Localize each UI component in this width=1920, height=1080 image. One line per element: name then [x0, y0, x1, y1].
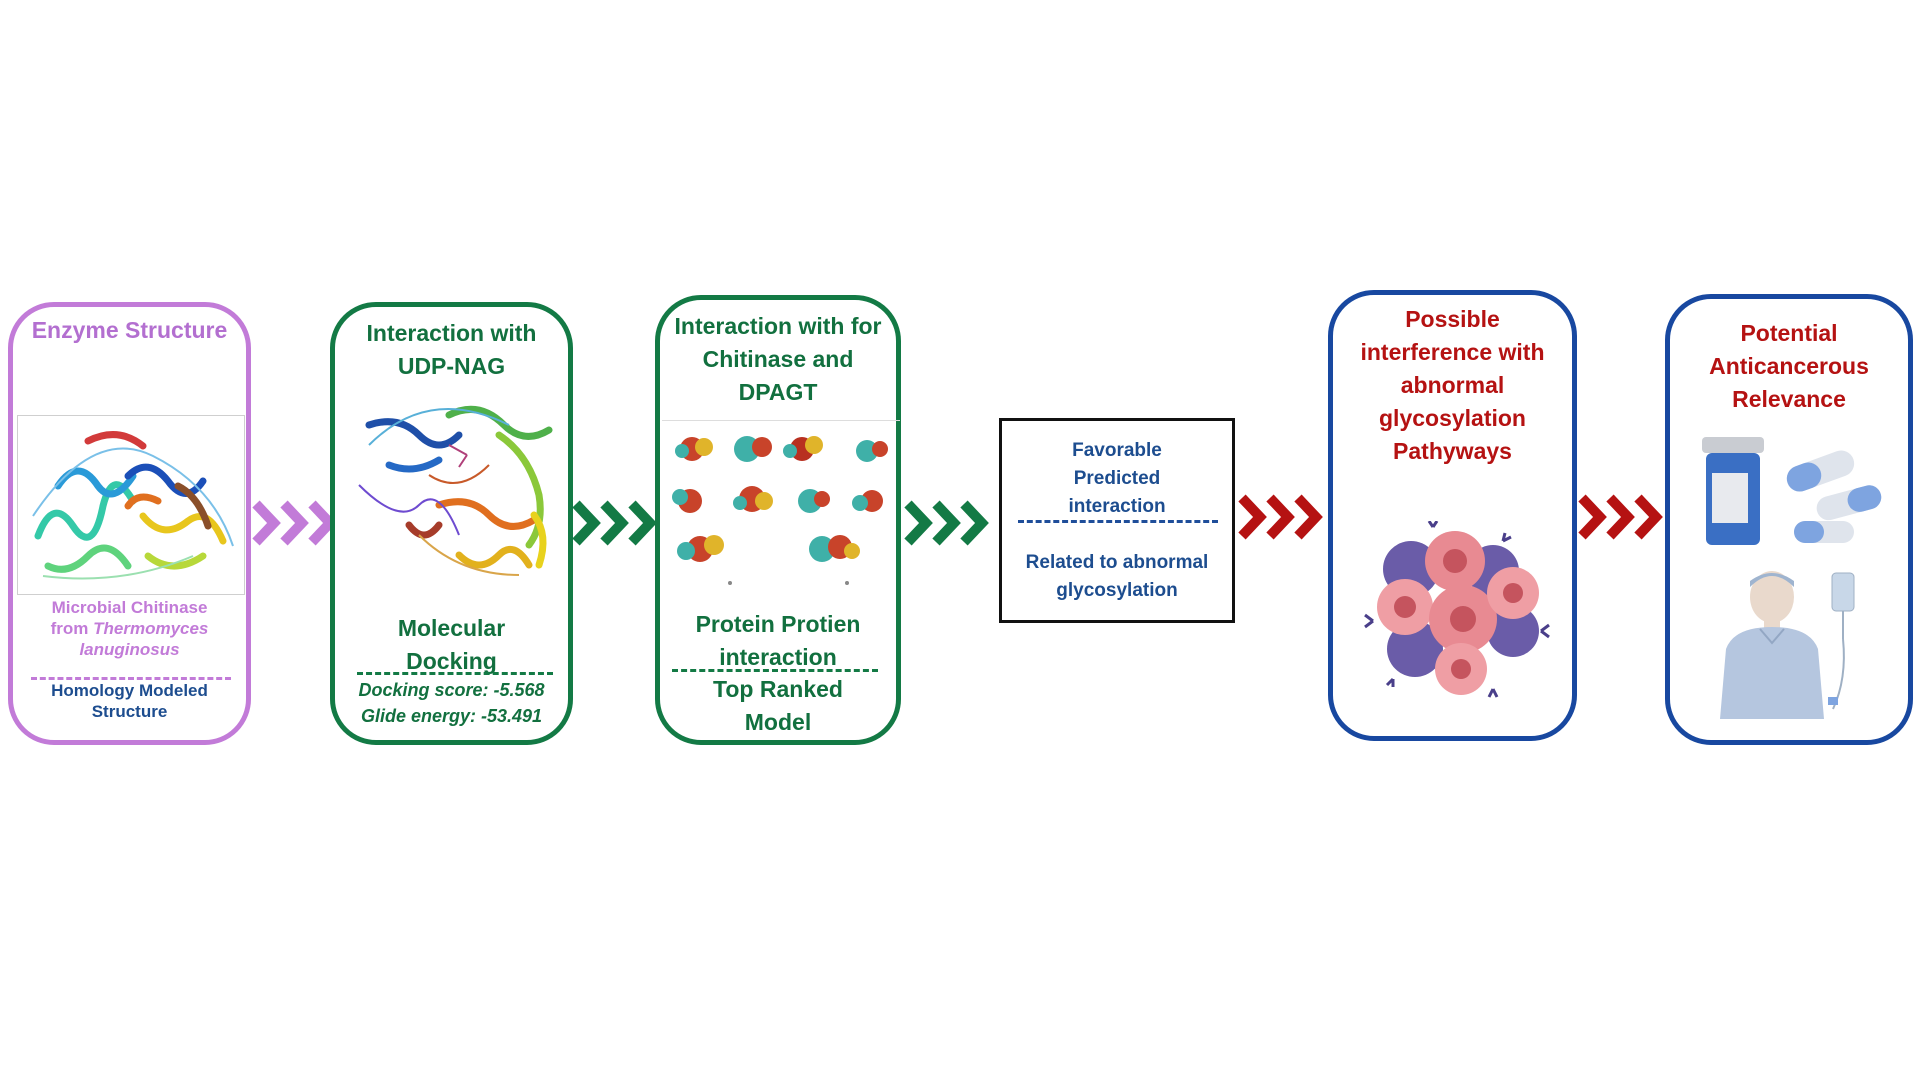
cancer-cell-cluster-icon: [1363, 520, 1553, 701]
ppi-models-grid-icon: [662, 420, 900, 589]
patient-iv-drip-icon: [1710, 569, 1880, 719]
glycosylation-pathways-box: Possible interference with abnormal glyc…: [1328, 290, 1577, 741]
anticancer-relevance-box: Potential Anticancerous Relevance: [1665, 294, 1913, 745]
purple-chevron-arrows: [252, 500, 337, 546]
udp-nag-title: Interaction with UDP-NAG: [366, 320, 537, 379]
protein-ribbon-icon: [17, 415, 245, 595]
favorable-interaction-label: Favorable Predicted interaction: [1068, 440, 1166, 517]
udp-nag-box: Interaction with UDP-NAG: [330, 302, 573, 745]
red-chevron-arrows-2: [1578, 494, 1663, 540]
favorable-interaction-box: Favorable Predicted interaction Related …: [999, 418, 1235, 623]
enzyme-structure-box: Enzyme Structure Microbial Chitinase fro…: [8, 302, 251, 745]
navy-divider: [1018, 520, 1218, 523]
ppi-method-label: Protein Protien interaction: [695, 611, 861, 670]
ppi-title: Interaction with for Chitinase and DPAGT: [674, 313, 882, 405]
green-divider-ppi: [672, 669, 878, 672]
abnormal-glycosylation-label: Related to abnormal glycosylation: [1025, 552, 1209, 601]
protein-protein-box: Interaction with for Chitinase and DPAGT…: [655, 295, 901, 745]
glide-energy: Glide energy: -53.491: [360, 706, 543, 726]
homology-model-label: Homology Modeled Structure: [51, 681, 208, 721]
caption-species: Thermomyces lanuginosus: [79, 619, 209, 659]
docking-score: Docking score: -5.568: [358, 680, 545, 700]
green-chevron-arrows-1: [572, 500, 657, 546]
enzyme-structure-title: Enzyme Structure: [31, 317, 228, 343]
anticancer-relevance-title: Potential Anticancerous Relevance: [1709, 320, 1869, 412]
chitinase-caption: Microbial Chitinase from Thermomyces lan…: [13, 597, 246, 660]
pill-bottle-capsules-icon: [1698, 433, 1888, 551]
purple-divider: [31, 677, 231, 680]
glycosylation-pathways-title: Possible interference with abnormal glyc…: [1360, 306, 1545, 464]
red-chevron-arrows-1: [1238, 494, 1323, 540]
docked-protein-icon: [349, 395, 565, 595]
caption-line1: Microbial Chitinase: [51, 598, 208, 617]
green-divider-docking: [357, 672, 553, 675]
caption-from: from: [50, 619, 94, 638]
green-chevron-arrows-2: [904, 500, 989, 546]
top-ranked-model: Top Ranked Model: [713, 676, 843, 735]
molecular-docking-label: Molecular Docking: [397, 615, 506, 674]
